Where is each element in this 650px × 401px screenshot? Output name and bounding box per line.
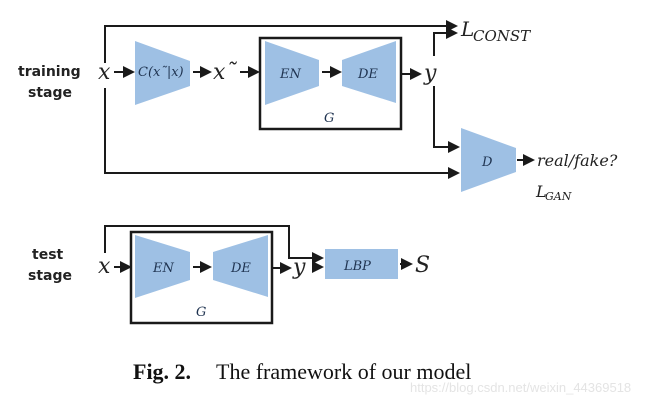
training-output-y: y [423, 61, 437, 86]
training-stage-label-1: training [18, 64, 81, 80]
discriminator-label: D [481, 155, 493, 170]
corrupted-x: x˜ [213, 60, 237, 85]
decoder-block-training [342, 41, 396, 103]
lconst-sub: CONST [473, 27, 531, 45]
encoder-block-training [265, 41, 319, 105]
watermark: https://blog.csdn.net/weixin_44369518 [410, 380, 631, 395]
corruption-label: C(x˜|x) [138, 65, 184, 80]
caption-prefix: Fig. 2. [133, 359, 191, 384]
encoder-label-training: EN [279, 67, 301, 82]
score-s: S [415, 253, 430, 278]
discriminator-block [461, 128, 516, 192]
test-output-y: y [292, 255, 306, 280]
generator-box-training [258, 36, 403, 131]
generator-label-training: G [324, 111, 334, 126]
lgan-main: L [535, 182, 547, 201]
corruption-block [135, 41, 190, 105]
generator-label-test: G [196, 305, 206, 320]
decoder-block-test [213, 235, 268, 297]
decoder-label-training: DE [357, 67, 378, 82]
generator-box-test [129, 230, 274, 325]
lgan-sub: GAN [545, 190, 572, 203]
training-stage-label-2: stage [28, 85, 72, 101]
training-input-x: x [98, 60, 111, 85]
encoder-block-test [135, 235, 190, 298]
skip-line-to-discriminator [104, 88, 460, 179]
lbp-block [325, 249, 398, 279]
skip-line-to-lbp [104, 225, 324, 264]
caption-text: The framework of our model [216, 359, 471, 384]
lbp-label: LBP [343, 259, 371, 274]
arrow-y-to-lconst [433, 27, 458, 56]
test-stage-label-1: test [32, 247, 64, 263]
test-input-x: x [98, 254, 111, 279]
test-stage-label-2: stage [28, 268, 72, 284]
encoder-label-test: EN [152, 261, 174, 276]
skip-line-to-lconst [104, 20, 458, 63]
decoder-label-test: DE [230, 261, 251, 276]
lconst-main: L [460, 17, 474, 41]
discriminator-output: real/fake? [537, 151, 618, 170]
arrow-y-to-discriminator [433, 86, 460, 153]
